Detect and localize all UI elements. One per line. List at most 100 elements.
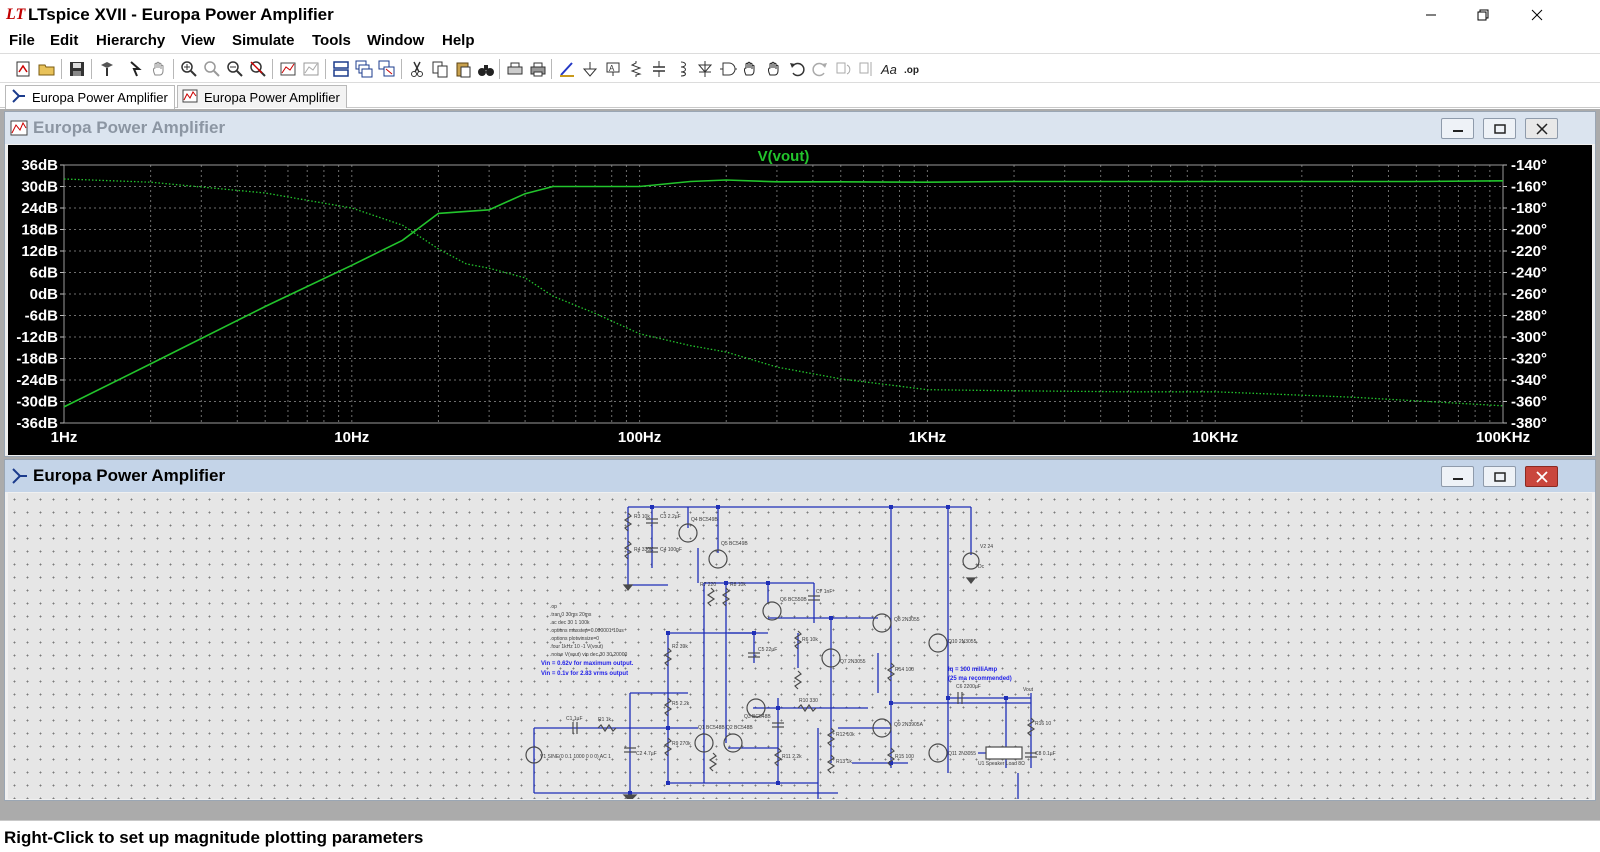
y-tick-label-right: -260° — [1511, 286, 1547, 303]
tab-schematic[interactable]: Europa Power Amplifier — [5, 85, 175, 109]
redo-icon[interactable] — [809, 58, 831, 80]
spice-directive-icon[interactable]: .op — [901, 58, 923, 80]
run-simulation-icon[interactable] — [124, 58, 146, 80]
x-tick-label: 1KHz — [909, 429, 947, 446]
svg-text:R6 10k: R6 10k — [802, 637, 818, 643]
x-tick-label: 100Hz — [618, 429, 661, 446]
svg-text:.options maxstep=0.000001 10us: .options maxstep=0.000001 10us — [550, 628, 624, 634]
resistor-icon[interactable] — [625, 58, 647, 80]
menu-simulate[interactable]: Simulate — [232, 32, 295, 49]
inductor-icon[interactable] — [671, 58, 693, 80]
move-hand-icon[interactable] — [740, 58, 762, 80]
schematic-minimize-button[interactable] — [1441, 466, 1474, 487]
menu-hierarchy[interactable]: Hierarchy — [96, 32, 166, 49]
svg-text:Q3 BC548B: Q3 BC548B — [744, 714, 771, 720]
menu-bar: File Edit Hierarchy View Simulate Tools … — [0, 30, 1600, 52]
manual-range-icon[interactable] — [300, 58, 322, 80]
menu-edit[interactable]: Edit — [50, 32, 79, 49]
schematic-drawing[interactable]: R3 10k C3 2.2µF R4 330K C4 100pF Q4 BC54… — [8, 493, 1592, 802]
svg-text:Q7 2N3055: Q7 2N3055 — [840, 659, 866, 665]
svg-text:Q2 BC548B: Q2 BC548B — [726, 725, 753, 731]
magnitude-trace — [63, 179, 1504, 408]
diode-icon[interactable] — [694, 58, 716, 80]
zoom-out-icon[interactable] — [224, 58, 246, 80]
svg-text:Vin = 0.62v for maximum output: Vin = 0.62v for maximum output. — [541, 661, 634, 667]
cut-scissors-icon[interactable] — [406, 58, 428, 80]
new-schematic-icon[interactable] — [12, 58, 34, 80]
y-tick-label-right: -280° — [1511, 308, 1547, 325]
menu-tools[interactable]: Tools — [312, 32, 351, 49]
zoom-fit-icon[interactable] — [201, 58, 223, 80]
close-button[interactable] — [1514, 0, 1560, 30]
y-tick-label-left: 18dB — [21, 222, 58, 239]
svg-text:Dc: Dc — [978, 564, 985, 570]
pan-hand-icon[interactable] — [148, 58, 170, 80]
tab-waveform[interactable]: Europa Power Amplifier — [177, 85, 347, 108]
svg-text:R3 10k: R3 10k — [634, 514, 650, 520]
svg-text:.noise V(vout) vin dec 30 30 2: .noise V(vout) vin dec 30 30 20000 — [550, 652, 627, 658]
tab-label: Europa Power Amplifier — [32, 90, 168, 105]
rotate-icon[interactable] — [832, 58, 854, 80]
waveform-icon — [10, 119, 28, 142]
undo-icon[interactable] — [786, 58, 808, 80]
print-icon[interactable] — [527, 58, 549, 80]
waveform-maximize-button[interactable] — [1483, 118, 1516, 139]
drag-hand-icon[interactable] — [763, 58, 785, 80]
paste-icon[interactable] — [452, 58, 474, 80]
svg-text:R16 10: R16 10 — [1035, 721, 1051, 727]
waveform-window-titlebar[interactable]: Europa Power Amplifier — [5, 112, 1595, 144]
restore-button[interactable] — [1460, 0, 1506, 30]
cascade-windows-icon[interactable] — [353, 58, 375, 80]
schematic-canvas[interactable]: R3 10k C3 2.2µF R4 330K C4 100pF Q4 BC54… — [8, 493, 1592, 802]
waveform-close-button[interactable] — [1525, 118, 1558, 139]
menu-view[interactable]: View — [181, 32, 215, 49]
mirror-icon[interactable] — [855, 58, 877, 80]
autorange-icon[interactable] — [277, 58, 299, 80]
component-icon[interactable] — [717, 58, 739, 80]
print-setup-icon[interactable] — [504, 58, 526, 80]
svg-text:R10 330: R10 330 — [799, 698, 818, 704]
svg-text:U1 Speaker Load 8Ω: U1 Speaker Load 8Ω — [978, 761, 1025, 767]
svg-text:R2 39k: R2 39k — [672, 644, 688, 650]
minimize-button[interactable] — [1408, 0, 1454, 30]
menu-help[interactable]: Help — [442, 32, 475, 49]
waveform-plot-svg[interactable]: 36dB30dB24dB18dB12dB6dB0dB-6dB-12dB-18dB… — [8, 145, 1592, 455]
window-title: LTspice XVII - Europa Power Amplifier — [28, 5, 334, 24]
waveform-window-title: Europa Power Amplifier — [33, 118, 226, 137]
find-binoculars-icon[interactable] — [475, 58, 497, 80]
save-icon[interactable] — [66, 58, 88, 80]
control-panel-icon[interactable] — [96, 58, 118, 80]
svg-text:Q10 2N3055: Q10 2N3055 — [948, 639, 977, 645]
tile-horizontal-icon[interactable] — [330, 58, 352, 80]
y-tick-label-right: -340° — [1511, 372, 1547, 389]
text-icon[interactable]: Aa — [878, 58, 900, 80]
schematic-window-titlebar[interactable]: Europa Power Amplifier — [5, 460, 1595, 492]
y-tick-label-left: 36dB — [21, 157, 58, 174]
y-tick-label-left: 12dB — [21, 243, 58, 260]
schematic-close-button[interactable] — [1525, 466, 1558, 487]
ground-icon[interactable] — [579, 58, 601, 80]
draw-wire-icon[interactable] — [556, 58, 578, 80]
zoom-cancel-icon[interactable] — [247, 58, 269, 80]
zoom-in-icon[interactable] — [178, 58, 200, 80]
waveform-minimize-button[interactable] — [1441, 118, 1474, 139]
svg-text:C8 0.1µF: C8 0.1µF — [1035, 751, 1056, 757]
status-bar: Right-Click to set up magnitude plotting… — [0, 820, 1600, 852]
svg-text:(25 ma recommended): (25 ma recommended) — [948, 676, 1012, 682]
menu-window[interactable]: Window — [367, 32, 425, 49]
close-all-windows-icon[interactable] — [376, 58, 398, 80]
net-label-icon[interactable]: A — [602, 58, 624, 80]
svg-text:R9 270k: R9 270k — [672, 741, 691, 747]
capacitor-icon[interactable] — [648, 58, 670, 80]
y-tick-label-right: -160° — [1511, 179, 1547, 196]
menu-file[interactable]: File — [9, 32, 35, 49]
schematic-maximize-button[interactable] — [1483, 466, 1516, 487]
schematic-icon — [10, 467, 28, 490]
svg-text:Q4 BC549B: Q4 BC549B — [691, 517, 718, 523]
status-text: Right-Click to set up magnitude plotting… — [4, 828, 424, 847]
copy-icon[interactable] — [429, 58, 451, 80]
svg-text:A: A — [609, 64, 615, 73]
open-folder-icon[interactable] — [36, 58, 58, 80]
svg-text:R4 330K: R4 330K — [634, 547, 654, 553]
